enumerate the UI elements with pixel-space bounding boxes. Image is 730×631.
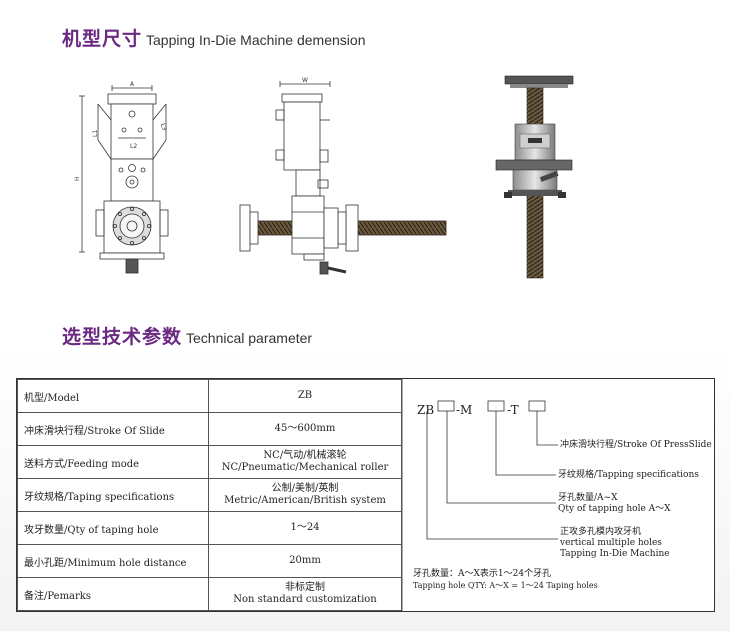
code-label-zh: 正攻多孔模内攻牙机 bbox=[560, 527, 642, 537]
spec-label: 备注/Pemarks bbox=[17, 577, 209, 611]
spec-table: 机型/Model ZB 冲床滑块行程/Stroke Of Slide 45～60… bbox=[17, 379, 402, 611]
code-box-qty bbox=[437, 400, 455, 412]
spec-value-line: 45～600mm bbox=[274, 423, 336, 434]
code-m: -M bbox=[456, 403, 473, 417]
spec-value-line: NC/Pneumatic/Mechanical roller bbox=[221, 462, 389, 473]
dimension-title-zh: 机型尺寸 bbox=[62, 28, 143, 50]
side-view-drawing bbox=[239, 81, 447, 275]
dimension-title-en: Tapping In-Die Machine demension bbox=[146, 32, 366, 48]
model-code-diagram bbox=[401, 379, 558, 611]
code-box-stroke bbox=[528, 400, 546, 412]
spec-value-line: 非标定制 bbox=[285, 582, 325, 593]
spec-value: 1～24 bbox=[208, 511, 402, 545]
front-view-drawing bbox=[79, 85, 169, 274]
spec-row-stroke: 冲床滑块行程/Stroke Of Slide 45～600mm bbox=[17, 412, 402, 446]
code-label-en: vertical multiple holes bbox=[560, 538, 662, 548]
spec-label: 攻牙数量/Qty of taping hole bbox=[17, 511, 209, 545]
spec-value-line: ZB bbox=[297, 390, 313, 401]
code-t: -T bbox=[507, 403, 519, 417]
machine-drawings: A L1 L2 L3 H W bbox=[74, 75, 574, 279]
spec-value-line: Metric/American/British system bbox=[224, 495, 386, 506]
dim-label-a: A bbox=[130, 81, 135, 88]
dim-label-w: W bbox=[302, 77, 308, 84]
spec-row-qty: 攻牙数量/Qty of taping hole 1～24 bbox=[17, 511, 402, 545]
spec-value-line: 公制/美制/英制 bbox=[271, 483, 339, 494]
dim-label-l1: L1 bbox=[92, 130, 99, 137]
code-label-zh: 牙孔数量/A~X bbox=[558, 493, 618, 503]
spec-panel: 机型/Model ZB 冲床滑块行程/Stroke Of Slide 45～60… bbox=[16, 378, 715, 612]
code-prefix-zb: ZB bbox=[417, 403, 435, 417]
code-box-thread bbox=[487, 400, 505, 412]
code-label-zh: 冲床滑块行程/Stroke Of PressSlide bbox=[560, 440, 712, 450]
machine-photo bbox=[495, 75, 574, 279]
spec-value-line: Non standard customization bbox=[233, 594, 377, 605]
code-note-zh: 牙孔数量：A～X表示1～24个牙孔 bbox=[413, 569, 552, 579]
spec-value-line: 1～24 bbox=[290, 522, 320, 533]
spec-value: 20mm bbox=[208, 544, 402, 578]
dim-label-h: H bbox=[74, 176, 81, 181]
code-label-stroke: 冲床滑块行程/Stroke Of PressSlide bbox=[560, 440, 712, 451]
technical-title-zh: 选型技术参数 bbox=[62, 326, 183, 348]
dim-label-l3: L3 bbox=[159, 123, 168, 132]
code-note: 牙孔数量：A～X表示1～24个牙孔 Tapping hole QTY: A～X =… bbox=[413, 569, 598, 592]
code-label-en2: Tapping In-Die Machine bbox=[560, 549, 670, 559]
code-note-en: Tapping hole QTY: A～X = 1～24 Taping hole… bbox=[413, 581, 598, 590]
spec-label: 冲床滑块行程/Stroke Of Slide bbox=[17, 412, 209, 446]
spec-value-line: NC/气动/机械滚轮 bbox=[263, 450, 347, 461]
code-label-thread: 牙纹规格/Tapping specifications bbox=[558, 470, 699, 481]
spec-value: 45～600mm bbox=[208, 412, 402, 446]
technical-title-en: Technical parameter bbox=[186, 330, 313, 346]
code-label-en: Qty of tapping hole A～X bbox=[558, 504, 671, 514]
dim-label-l2: L2 bbox=[130, 143, 137, 150]
code-label-zh: 牙纹规格/Tapping specifications bbox=[558, 470, 699, 480]
spec-value-line: 20mm bbox=[289, 555, 321, 566]
